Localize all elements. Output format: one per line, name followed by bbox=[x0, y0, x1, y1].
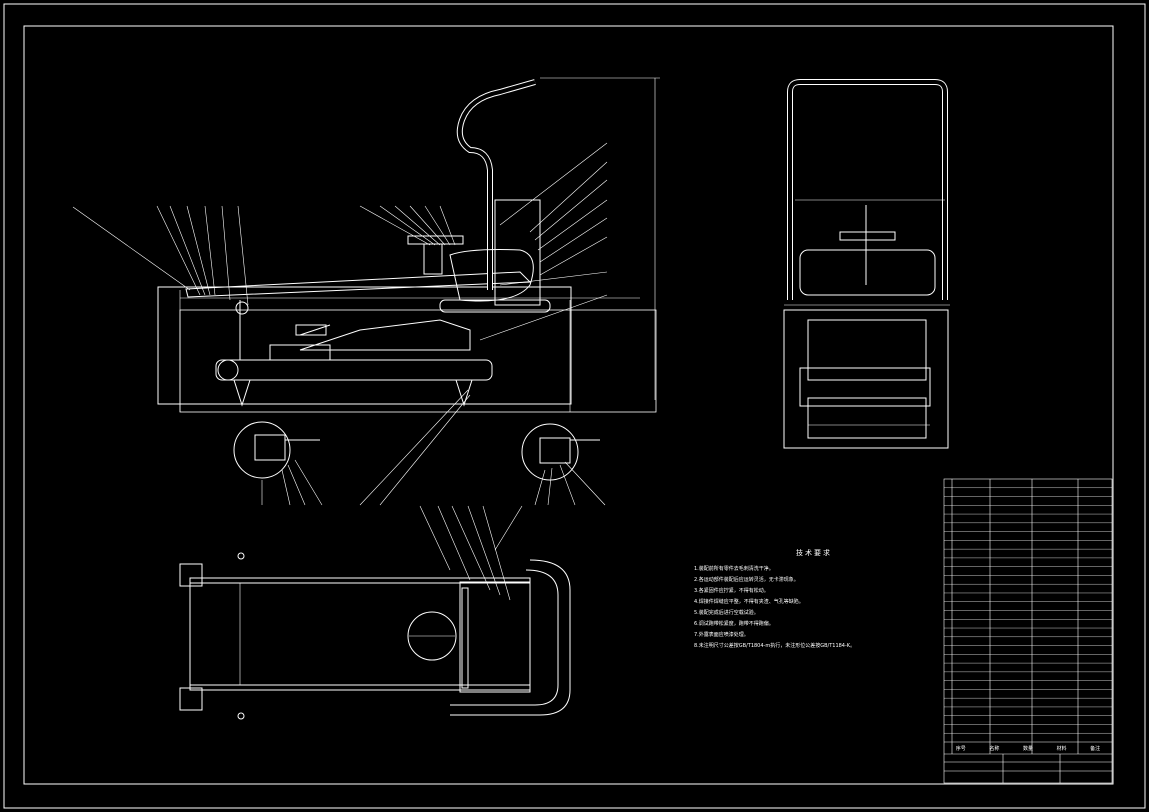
note-line-5: 5.装配完成后进行空载试验。 bbox=[694, 610, 759, 616]
bom-col-qty: 数量 bbox=[1022, 745, 1033, 752]
bom-row-lines bbox=[944, 487, 1112, 734]
note-line-1: 1.装配前所有零件去毛刺清洗干净。 bbox=[694, 566, 774, 572]
bom-table bbox=[943, 478, 1113, 784]
note-line-7: 7.外露表面应喷漆处理。 bbox=[694, 632, 749, 638]
bom-col-name: 名称 bbox=[989, 745, 1000, 752]
top-view bbox=[179, 505, 571, 720]
technical-requirements: 技术要求 1.装配前所有零件去毛刺清洗干净。 2.各运动部件装配后应运转灵活，无… bbox=[694, 548, 934, 652]
note-line-4: 4.焊接件焊缝应平整，不得有夹渣、气孔等缺陷。 bbox=[694, 599, 804, 605]
detail-view-left bbox=[233, 421, 323, 506]
note-line-6: 6.调试跑带松紧度，跑带不得跑偏。 bbox=[694, 621, 774, 627]
note-line-3: 3.各紧固件应拧紧，不得有松动。 bbox=[694, 588, 769, 594]
outer-border bbox=[3, 3, 1146, 809]
note-line-2: 2.各运动部件装配后应运转灵活，无卡滞现象。 bbox=[694, 577, 799, 583]
side-view bbox=[72, 77, 660, 506]
detail-view-right bbox=[521, 423, 606, 506]
bom-header: 序号 名称 数量 材料 备注 bbox=[944, 742, 1112, 754]
bom-col-no: 序号 bbox=[955, 745, 966, 752]
note-line-8: 8.未注明尺寸公差按GB/T1804-m执行，未注形位公差按GB/T1184-K… bbox=[694, 643, 856, 649]
inner-border bbox=[23, 25, 1114, 785]
end-view bbox=[783, 79, 950, 449]
bom-col-material: 材料 bbox=[1056, 745, 1067, 752]
bom-col-remark: 备注 bbox=[1090, 745, 1101, 752]
notes-title: 技术要求 bbox=[796, 549, 832, 557]
